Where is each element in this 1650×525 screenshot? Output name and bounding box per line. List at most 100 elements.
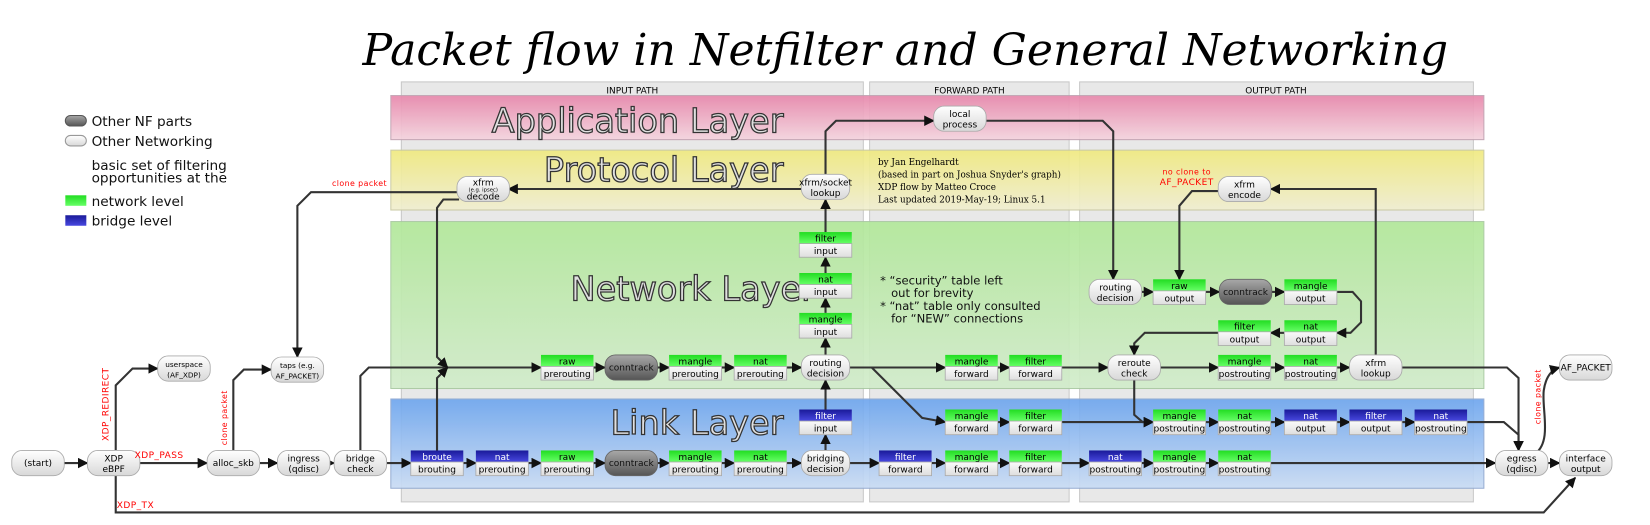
table-name: nat bbox=[1237, 453, 1252, 463]
clone-packet-label: clone packet bbox=[220, 390, 229, 445]
table-header bbox=[1349, 409, 1402, 422]
credit-line: by Jan Engelhardt bbox=[878, 158, 959, 168]
node-conntrack-net[interactable]: conntrack bbox=[604, 354, 658, 381]
node-label: ingress bbox=[287, 454, 320, 464]
flow-arrow bbox=[114, 363, 159, 451]
node-label: (AF_XDP) bbox=[167, 370, 201, 379]
node-alloc-skb[interactable]: alloc_skb bbox=[206, 450, 260, 477]
node-userspace[interactable]: userspace(AF_XDP) bbox=[157, 355, 211, 382]
table-name: filter bbox=[1365, 412, 1386, 422]
chain-name: output bbox=[1296, 335, 1326, 345]
node-label: (qdisc) bbox=[288, 465, 319, 475]
flow-arrow bbox=[292, 191, 460, 359]
table-header bbox=[1284, 354, 1337, 367]
table-name: mangle bbox=[1162, 453, 1196, 463]
node-shape bbox=[604, 450, 658, 477]
node-label: taps (e.g. bbox=[280, 361, 315, 370]
node-lk-nat-post[interactable]: nat postrouting bbox=[1217, 450, 1272, 477]
node-start[interactable]: (start) bbox=[11, 450, 65, 477]
chain-body bbox=[1152, 461, 1207, 477]
diagram-title: Packet flow in Netfilter and General Net… bbox=[361, 25, 1448, 76]
node-shape bbox=[333, 450, 388, 477]
node-taps[interactable]: taps (e.g.AF_PACKET) bbox=[270, 356, 325, 383]
node-shape bbox=[800, 173, 851, 200]
credit-line: Last updated 2019-May-19; Linux 5.1 bbox=[878, 196, 1046, 206]
node-xfrm-decode[interactable]: xfrm(e.g. ipsec)decode bbox=[456, 175, 510, 202]
node-shape bbox=[1559, 450, 1613, 477]
note-line: * “security” table left bbox=[880, 274, 1003, 288]
forward-path-label: FORWARD PATH bbox=[934, 86, 1005, 96]
node-shape bbox=[86, 450, 141, 477]
chain-body bbox=[733, 366, 788, 381]
node-shape bbox=[1088, 278, 1142, 305]
table-header bbox=[799, 409, 852, 422]
network-layer-label: Network Layer bbox=[571, 269, 816, 308]
table-name: filter bbox=[895, 453, 916, 463]
table-header bbox=[1218, 450, 1271, 462]
legend-network-level-label: network level bbox=[92, 194, 184, 210]
node-label: AF_PACKET bbox=[1561, 364, 1612, 374]
chain-name: postrouting bbox=[1219, 466, 1271, 476]
flow-arrow bbox=[1174, 190, 1219, 281]
chain-body bbox=[1283, 331, 1338, 346]
table-name: nat bbox=[1237, 412, 1252, 422]
legend-networking-label: Other Networking bbox=[92, 134, 213, 150]
table-header bbox=[475, 450, 529, 462]
node-label: check bbox=[1121, 369, 1148, 379]
chain-name: postrouting bbox=[1089, 466, 1141, 476]
chain-name: prerouting bbox=[544, 466, 591, 476]
node-af-packet[interactable]: AF_PACKET bbox=[1559, 354, 1613, 381]
application-layer-label: Application Layer bbox=[492, 101, 784, 140]
node-label: xfrm bbox=[473, 178, 494, 188]
node-ingress[interactable]: ingress(qdisc) bbox=[277, 450, 331, 477]
node-conntrack-out[interactable]: conntrack bbox=[1218, 278, 1273, 305]
node-egress[interactable]: egress(qdisc) bbox=[1495, 450, 1549, 477]
node-conntrack-link[interactable]: conntrack bbox=[604, 450, 658, 477]
chain-body bbox=[733, 461, 788, 477]
